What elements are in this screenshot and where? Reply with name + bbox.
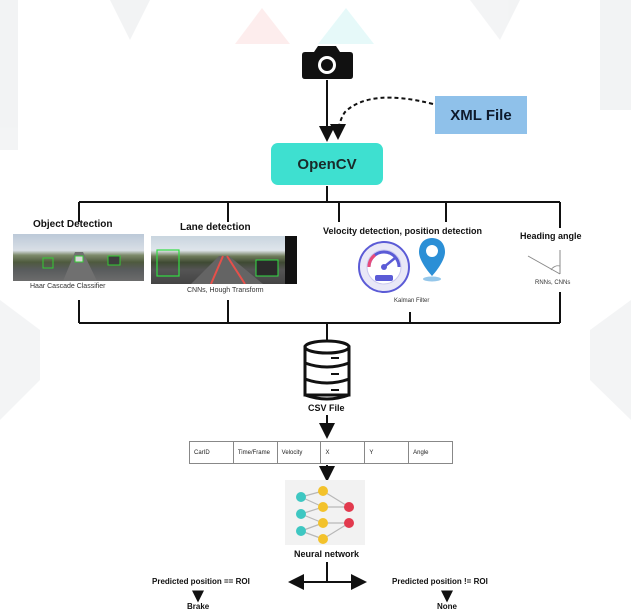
branch-title-object-detection: Object Detection xyxy=(33,219,113,230)
camera-icon xyxy=(302,46,353,79)
table-cell: Velocity xyxy=(276,441,322,464)
action-brake: Brake xyxy=(187,602,210,611)
neural-network-label: Neural network xyxy=(294,549,360,559)
table-cell: CarID xyxy=(189,441,234,464)
caption-rnn-cnn: RNNs, CNNs xyxy=(535,280,571,286)
caption-kalman-filter: Kalman Filter xyxy=(394,298,430,304)
heading-angle-sketch xyxy=(526,248,566,276)
arrow-xml-to-opencv xyxy=(330,96,434,140)
background-watermark xyxy=(0,0,631,420)
csv-columns-table: CarID Time/Frame Velocity X Y Angle xyxy=(189,441,453,464)
table-row: CarID Time/Frame Velocity X Y Angle xyxy=(189,441,453,464)
table-cell: Angle xyxy=(408,441,453,464)
speedometer-icon xyxy=(357,240,411,294)
caption-haar-cascade: Haar Cascade Classifier xyxy=(30,283,106,290)
object-detection-road-image xyxy=(13,234,144,281)
xml-file-label: XML File xyxy=(450,106,512,124)
csv-file-label: CSV File xyxy=(308,403,345,413)
xml-file-box: XML File xyxy=(435,96,527,134)
branch-title-lane-detection: Lane detection xyxy=(180,222,251,233)
condition-equal-roi: Predicted position == ROI xyxy=(152,577,250,586)
table-cell: Y xyxy=(364,441,410,464)
opencv-box: OpenCV xyxy=(271,143,383,185)
branch-connectors xyxy=(78,186,561,340)
neural-network-icon xyxy=(285,480,365,545)
action-none: None xyxy=(437,602,457,611)
location-pin-icon xyxy=(417,236,447,282)
database-icon xyxy=(303,339,351,401)
table-cell: X xyxy=(320,441,366,464)
branch-title-heading-angle: Heading angle xyxy=(520,231,582,241)
condition-not-equal-roi: Predicted position != ROI xyxy=(392,577,488,586)
opencv-label: OpenCV xyxy=(297,155,357,173)
table-cell: Time/Frame xyxy=(232,441,278,464)
caption-cnn-hough: CNNs, Hough Transform xyxy=(187,287,264,294)
lane-detection-road-image xyxy=(151,236,297,284)
branch-title-velocity-position: Velocity detection, position detection xyxy=(323,226,483,236)
